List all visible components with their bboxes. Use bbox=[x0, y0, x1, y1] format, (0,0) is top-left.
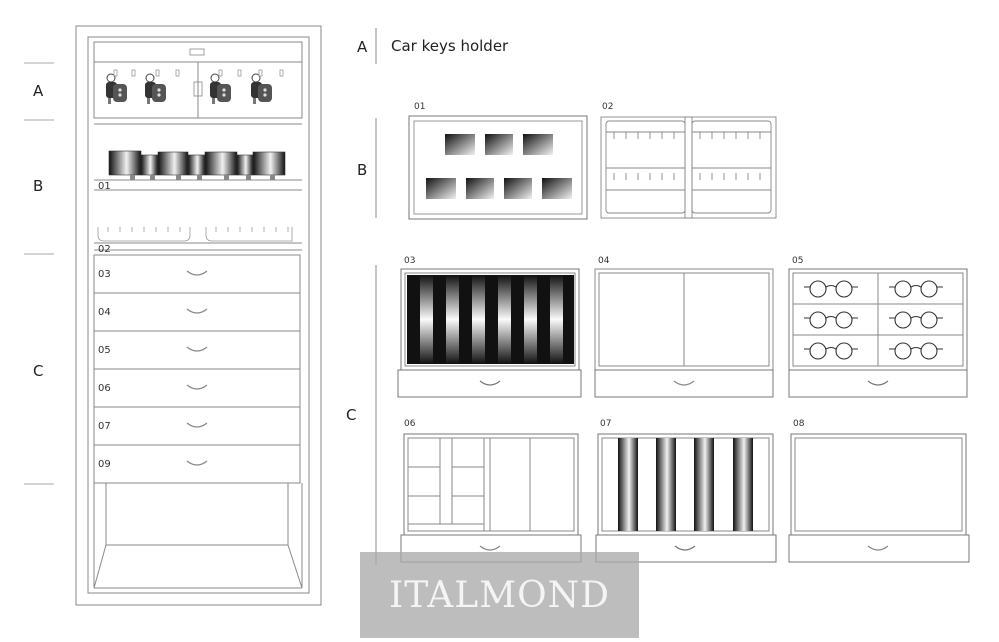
eyeglasses-icon bbox=[889, 342, 943, 360]
legend-letter-b: B bbox=[357, 161, 367, 179]
hook-rail bbox=[97, 227, 293, 242]
cabinet-drawer-label: 05 bbox=[98, 345, 111, 356]
legend-title-car-keys-holder: Car keys holder bbox=[391, 37, 509, 55]
cabinet-drawer-label: 02 bbox=[98, 244, 111, 255]
section-label-c: C bbox=[33, 362, 43, 380]
section-label-b: B bbox=[33, 177, 43, 195]
module-code-07: 07 bbox=[600, 419, 611, 429]
watermark: ITALMOND bbox=[360, 552, 639, 638]
eyeglasses-icon bbox=[889, 280, 943, 298]
section-markers bbox=[24, 62, 54, 485]
module-code-01: 01 bbox=[414, 102, 425, 112]
module-03-vertical-dividers-drawer bbox=[397, 268, 582, 398]
section-label-a: A bbox=[33, 82, 44, 100]
eyeglasses-icon bbox=[804, 342, 858, 360]
eyeglasses-icon bbox=[889, 311, 943, 329]
car-key-icon bbox=[106, 73, 127, 104]
module-code-02: 02 bbox=[602, 102, 613, 112]
module-01-card-panel bbox=[408, 115, 588, 220]
module-code-06: 06 bbox=[404, 419, 416, 429]
car-key-icon bbox=[251, 73, 272, 104]
card-holder-row bbox=[108, 150, 286, 180]
cabinet-drawer-label: 09 bbox=[98, 459, 111, 470]
module-08-empty-drawer bbox=[788, 433, 970, 563]
module-05-eyeglasses-drawer bbox=[788, 268, 968, 398]
module-code-03: 03 bbox=[404, 256, 415, 266]
cabinet-drawer-label: 06 bbox=[98, 383, 111, 394]
legend-letter-c: C bbox=[346, 406, 356, 424]
module-code-08: 08 bbox=[793, 419, 805, 429]
cabinet-drawer-labels: 01 02 03 04 05 06 07 09 bbox=[98, 181, 111, 470]
legend-letter-a: A bbox=[357, 38, 368, 56]
module-06-organizer-drawer bbox=[400, 433, 582, 563]
car-key-icon bbox=[210, 73, 231, 104]
watermark-text: ITALMOND bbox=[389, 574, 610, 616]
cabinet-elevation bbox=[75, 25, 322, 606]
eyeglasses-icon bbox=[804, 311, 858, 329]
eyeglasses-icon bbox=[804, 280, 858, 298]
car-key-icon bbox=[145, 73, 166, 104]
drawer-handles bbox=[186, 270, 208, 466]
key-hooks bbox=[113, 69, 284, 77]
cabinet-drawer-label: 01 bbox=[98, 181, 111, 192]
module-code-04: 04 bbox=[598, 256, 610, 266]
cabinet-drawer-label: 04 bbox=[98, 307, 111, 318]
module-07-vertical-bars-drawer bbox=[595, 433, 777, 563]
cabinet-drawer-label: 03 bbox=[98, 269, 111, 280]
module-02-hook-panel bbox=[600, 116, 777, 219]
module-04-two-compartment-drawer bbox=[594, 268, 774, 398]
module-code-05: 05 bbox=[792, 256, 803, 266]
cabinet-drawer-label: 07 bbox=[98, 421, 111, 432]
